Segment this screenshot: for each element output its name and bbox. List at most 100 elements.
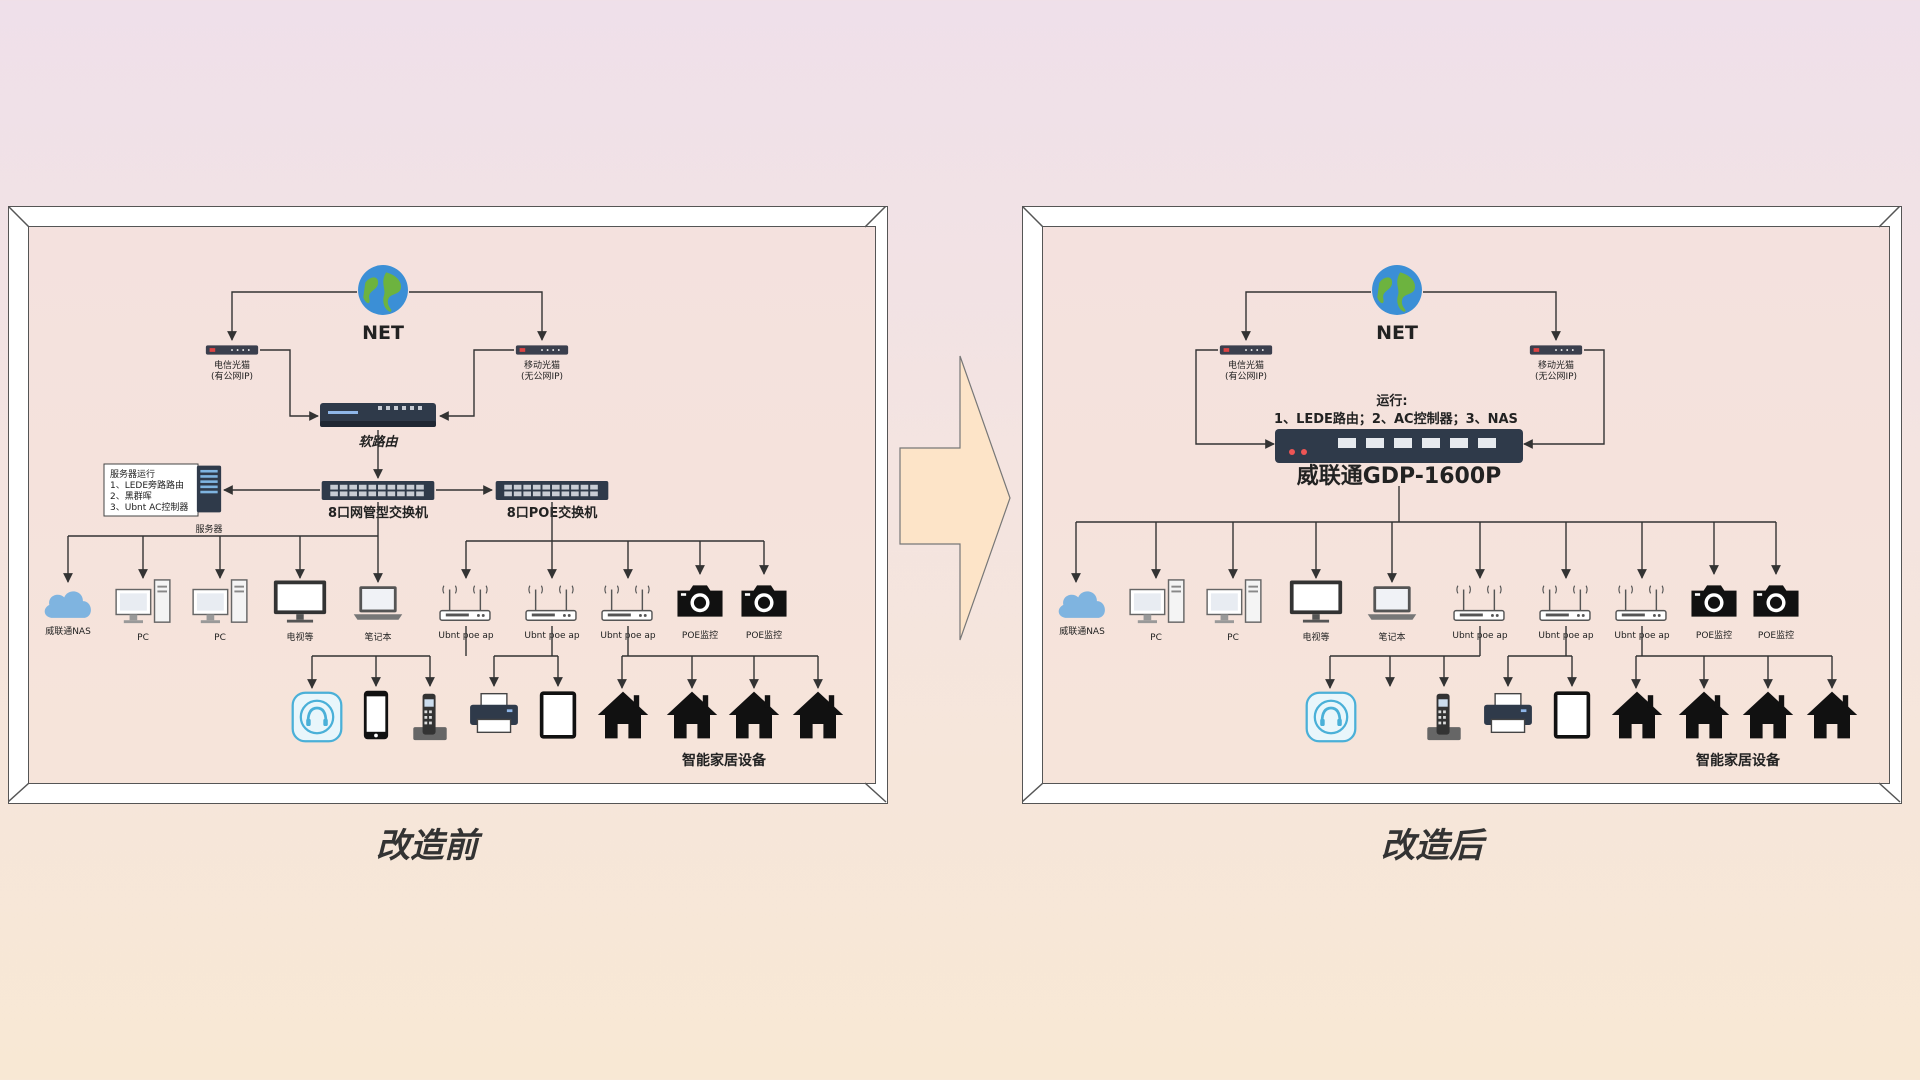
ap-icon — [439, 584, 491, 621]
modem-telecom-label-1: 电信光猫 — [214, 359, 250, 371]
cordless-phone-icon — [1427, 693, 1461, 741]
smart-home-label: 智能家居设备 — [681, 752, 767, 769]
smart-home-label: 智能家居设备 — [1695, 752, 1781, 769]
modem-mobile-label-1: 移动光猫 — [1538, 359, 1574, 371]
server-note-line: 2、黑群晖 — [110, 490, 152, 502]
modem-mobile-label-1: 移动光猫 — [524, 359, 560, 371]
switch-icon — [495, 480, 609, 501]
link-mobile-box — [1523, 349, 1605, 449]
modem-mobile-label-2: (无公网IP) — [521, 371, 563, 382]
run-note-title: 运行: — [1376, 393, 1407, 409]
server-icon — [196, 465, 222, 513]
printer-icon — [469, 692, 519, 734]
ap-icon — [1615, 584, 1667, 621]
laptop-icon — [353, 586, 403, 620]
printer-icon — [1483, 692, 1533, 734]
device-label: PC — [214, 633, 226, 643]
link-telecom-router — [260, 349, 319, 421]
house-icon — [1611, 691, 1663, 739]
device-label: 电视等 — [1302, 631, 1329, 643]
modem-icon — [515, 345, 569, 355]
laptop-icon — [1367, 586, 1417, 620]
camera-icon — [741, 585, 787, 617]
server-note-line: 1、LEDE旁路路由 — [110, 479, 184, 491]
after-frame-bevel — [1022, 206, 1901, 803]
modem-icon — [1219, 345, 1273, 355]
modem-telecom-label-2: (有公网IP) — [1225, 370, 1267, 382]
server-note-line: 3、Ubnt AC控制器 — [110, 501, 188, 513]
after-panel — [1022, 206, 1902, 804]
modem-telecom-label-2: (有公网IP) — [211, 370, 253, 382]
device-label: POE监控 — [1696, 629, 1732, 641]
device-name-label: 威联通GDP-1600P — [1297, 463, 1502, 489]
server-label: 服务器 — [195, 523, 222, 535]
house-icon — [1806, 691, 1858, 739]
device-label: 笔记本 — [364, 631, 391, 643]
net-label: NET — [362, 322, 404, 344]
device-label: PC — [137, 633, 149, 643]
device-label: POE监控 — [746, 629, 782, 641]
headset-icon — [291, 691, 343, 743]
cordless-phone-icon — [413, 693, 447, 741]
modem-telecom-label-1: 电信光猫 — [1228, 359, 1264, 371]
pc-icon — [115, 579, 171, 624]
device-label: PC — [1150, 633, 1162, 643]
device-label: POE监控 — [682, 629, 718, 641]
device-label: 威联通NAS — [45, 625, 91, 637]
switch-icon — [321, 480, 435, 501]
phone-icon — [363, 690, 389, 740]
camera-icon — [1753, 585, 1799, 617]
after-diagram: NET 电信光猫 (有公网IP) 移动光猫 (无公网IP) 运行: 1、LEDE… — [1058, 265, 1858, 769]
modem-mobile-label-2: (无公网IP) — [1535, 371, 1577, 382]
router-icon — [320, 403, 436, 427]
ap-icon — [601, 584, 653, 621]
nas-router-icon — [1275, 429, 1523, 463]
before-caption: 改造前 — [376, 826, 478, 866]
run-note-body: 1、LEDE路由；2、AC控制器；3、NAS — [1274, 411, 1518, 427]
link-telecom-box — [1195, 349, 1275, 449]
device-label: 威联通NAS — [1059, 625, 1105, 637]
pc-icon — [1206, 579, 1262, 624]
tablet-icon — [539, 691, 577, 739]
house-icon — [666, 691, 718, 739]
cloud-icon — [1058, 591, 1105, 618]
ap-icon — [1453, 584, 1505, 621]
before-frame-bevel — [8, 206, 887, 803]
cloud-icon — [44, 591, 91, 618]
before-diagram: NET 电信光猫 (有公网IP) 移动光猫 (无公网IP) 软路由 8口网管型交… — [44, 265, 844, 769]
link-globe-telecom — [227, 291, 357, 341]
monitor-icon — [273, 580, 327, 623]
link-globe-mobile — [409, 291, 547, 341]
modem-icon — [205, 345, 259, 355]
pc-icon — [1129, 579, 1185, 624]
link-mobile-router — [439, 349, 514, 421]
monitor-icon — [1289, 580, 1343, 623]
house-icon — [1742, 691, 1794, 739]
house-icon — [1678, 691, 1730, 739]
net-label: NET — [1376, 322, 1418, 344]
device-label: 电视等 — [286, 631, 313, 643]
modem-icon — [1529, 345, 1583, 355]
link-globe-mobile — [1423, 291, 1561, 341]
tablet-icon — [1553, 691, 1591, 739]
ap-icon — [525, 584, 577, 621]
device-label: 笔记本 — [1378, 631, 1405, 643]
after-caption: 改造后 — [1381, 826, 1483, 866]
house-icon — [792, 691, 844, 739]
camera-icon — [677, 585, 723, 617]
headset-icon — [1305, 691, 1357, 743]
camera-icon — [1691, 585, 1737, 617]
device-label: PC — [1227, 633, 1239, 643]
device-label: POE监控 — [1758, 629, 1794, 641]
house-icon — [728, 691, 780, 739]
house-icon — [597, 691, 649, 739]
transition-arrow — [899, 355, 1011, 641]
ap-icon — [1539, 584, 1591, 621]
after-frame-inner — [1042, 226, 1890, 784]
link-globe-telecom — [1241, 291, 1371, 341]
server-note-line: 服务器运行 — [110, 468, 155, 480]
before-panel — [8, 206, 888, 804]
pc-icon — [192, 579, 248, 624]
globe-icon — [1372, 265, 1422, 315]
globe-icon — [358, 265, 408, 315]
